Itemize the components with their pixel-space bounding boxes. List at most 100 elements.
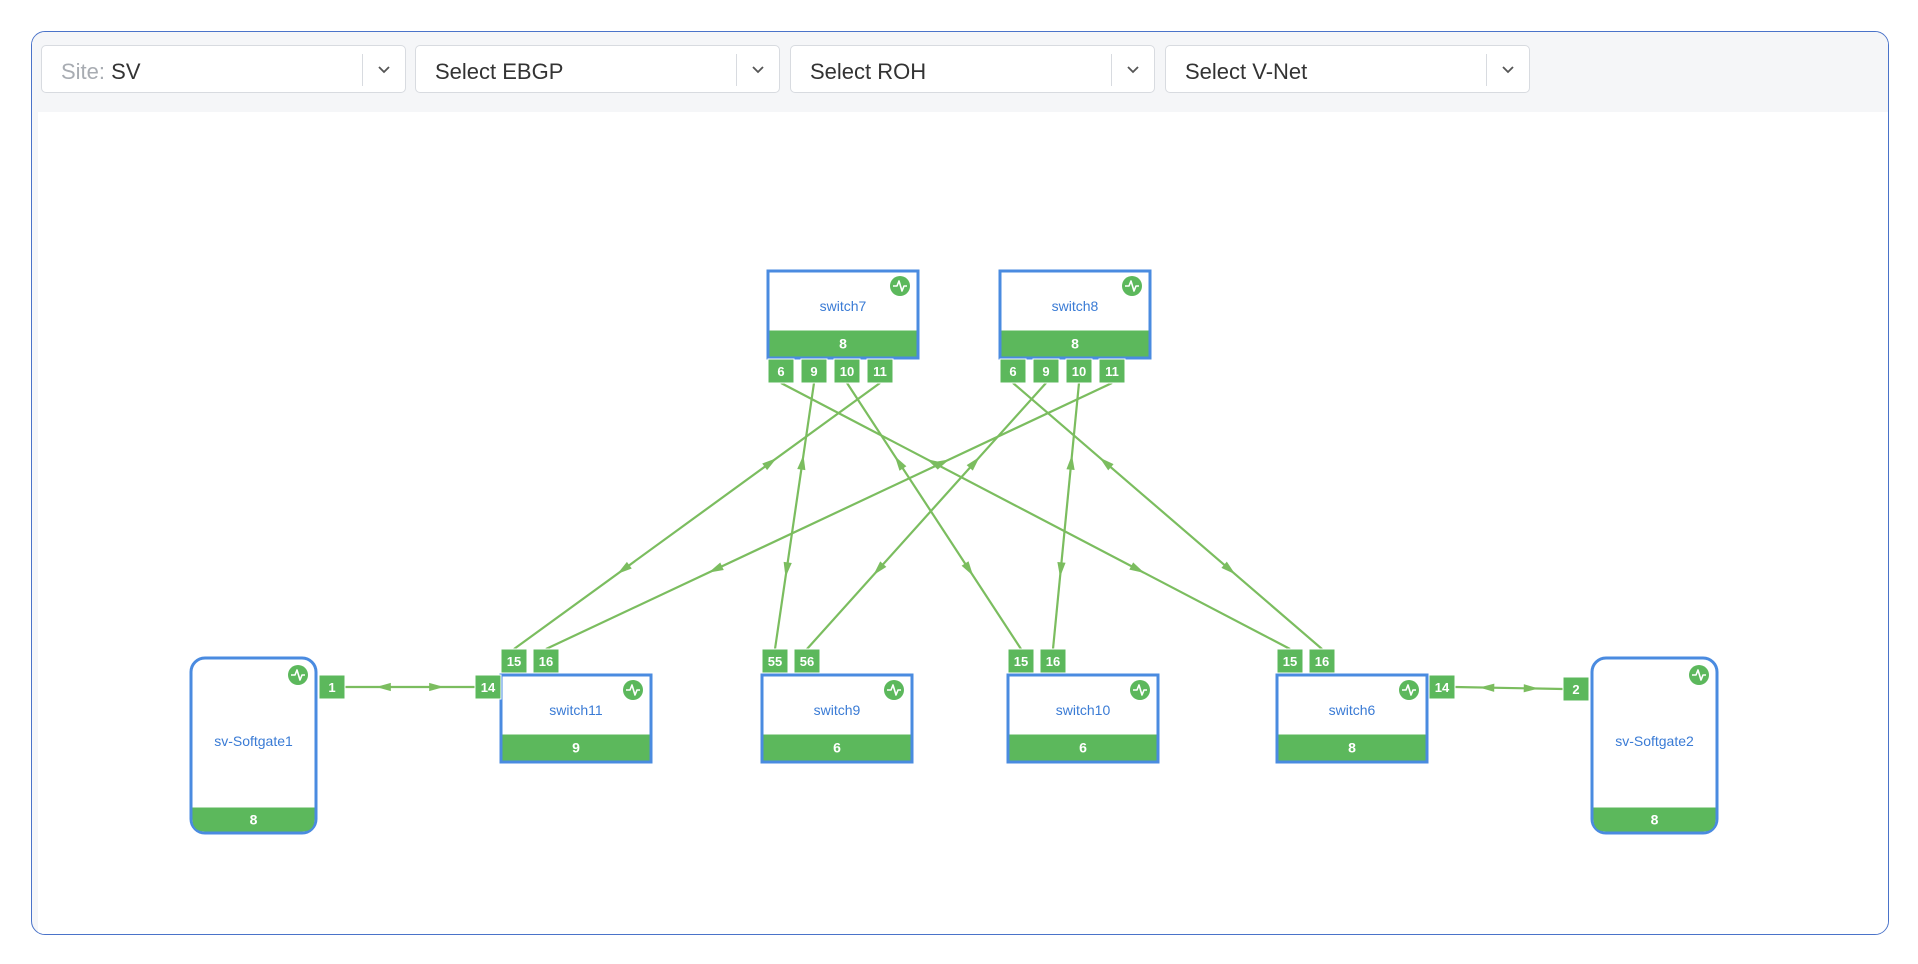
- link-arrow: [1221, 561, 1236, 575]
- port-switch6-14[interactable]: 14: [1428, 674, 1456, 700]
- port-label: 10: [1072, 364, 1086, 379]
- node-switch10[interactable]: 6 switch10 15 16: [1006, 648, 1160, 764]
- port-switch8-11[interactable]: 11: [1098, 358, 1126, 384]
- count-bar: [1278, 734, 1426, 761]
- port-switch11-14[interactable]: 14: [474, 674, 502, 700]
- port-label: 16: [1315, 654, 1329, 669]
- port-label: 14: [1435, 680, 1450, 695]
- port-switch8-10[interactable]: 10: [1065, 358, 1093, 384]
- port-label: 6: [1009, 364, 1016, 379]
- link-arrow: [617, 561, 632, 574]
- activity-icon: [288, 665, 308, 685]
- port-switch8-6[interactable]: 6: [999, 358, 1027, 384]
- port-switch6-15[interactable]: 15: [1276, 648, 1304, 674]
- activity-icon: [884, 680, 904, 700]
- node-label: sv-Softgate1: [214, 733, 293, 749]
- filter-toolbar: Site: SV Select EBGP Select ROH Select V…: [32, 32, 1888, 112]
- link-switch7-10-to-switch10-15[interactable]: [846, 382, 1022, 650]
- node-label: switch10: [1056, 702, 1111, 718]
- link-switch7-11-to-switch11-15[interactable]: [513, 382, 881, 650]
- node-label: switch7: [820, 298, 867, 314]
- port-switch11-15[interactable]: 15: [500, 648, 528, 674]
- activity-icon: [1399, 680, 1419, 700]
- port-switch9-55[interactable]: 55: [761, 648, 789, 674]
- link-arrow: [762, 458, 777, 471]
- port-switch10-15[interactable]: 15: [1007, 648, 1035, 674]
- port-label: 10: [840, 364, 854, 379]
- node-box: [1590, 656, 1719, 835]
- link-switch8-6-to-switch6-16[interactable]: [1012, 382, 1323, 650]
- node-label: sv-Softgate2: [1615, 733, 1694, 749]
- node-count: 6: [1079, 740, 1087, 756]
- link-arrow: [376, 682, 391, 692]
- port-switch6-16[interactable]: 16: [1308, 648, 1336, 674]
- port-label: 11: [1105, 364, 1119, 379]
- node-count: 6: [833, 740, 841, 756]
- link-arrow: [708, 562, 724, 573]
- select-divider: [1486, 54, 1487, 86]
- link-arrow: [783, 561, 792, 578]
- count-bar: [1009, 734, 1157, 761]
- port-sv-softgate2-2[interactable]: 2: [1562, 676, 1590, 702]
- port-label: 56: [800, 654, 814, 669]
- port-switch11-16[interactable]: 16: [532, 648, 560, 674]
- select-divider: [1111, 54, 1112, 86]
- port-label: 2: [1572, 682, 1579, 697]
- port-label: 16: [539, 654, 553, 669]
- port-switch7-9[interactable]: 9: [800, 358, 828, 384]
- count-bar: [769, 330, 917, 357]
- port-label: 1: [328, 680, 335, 695]
- roh-select[interactable]: Select ROH: [790, 45, 1155, 93]
- port-switch7-10[interactable]: 10: [833, 358, 861, 384]
- node-count: 8: [1651, 812, 1659, 828]
- select-divider: [736, 54, 737, 86]
- roh-select-value: Select ROH: [810, 59, 927, 84]
- links-layer: [345, 382, 1564, 693]
- chevron-down-icon[interactable]: [377, 62, 391, 76]
- count-bar: [192, 807, 315, 832]
- port-label: 11: [873, 364, 887, 379]
- link-switch8-9-to-switch9-56[interactable]: [806, 382, 1047, 650]
- port-switch7-11[interactable]: 11: [866, 358, 894, 384]
- link-switch8-11-to-switch11-16[interactable]: [545, 382, 1113, 650]
- node-sv-softgate1[interactable]: 8 sv-Softgate1: [189, 656, 318, 835]
- node-count: 8: [1071, 336, 1079, 352]
- node-sv-softgate2[interactable]: 8 sv-Softgate2: [1590, 656, 1719, 835]
- port-switch9-56[interactable]: 56: [793, 648, 821, 674]
- node-box: [189, 656, 318, 835]
- chevron-down-icon[interactable]: [1501, 62, 1515, 76]
- site-select-value: Site: SV: [61, 59, 141, 84]
- site-select[interactable]: Site: SV: [41, 45, 406, 93]
- link-switch8-10-to-switch10-16[interactable]: [1051, 382, 1081, 650]
- link-arrow: [797, 454, 806, 471]
- count-bar: [763, 734, 911, 761]
- port-label: 14: [481, 680, 496, 695]
- count-bar: [502, 734, 650, 761]
- ebgp-select[interactable]: Select EBGP: [415, 45, 780, 93]
- link-arrow: [1057, 561, 1066, 578]
- node-count: 8: [250, 812, 258, 828]
- chevron-down-icon[interactable]: [1126, 62, 1140, 76]
- link-switch7-9-to-switch9-55[interactable]: [773, 382, 816, 650]
- port-switch10-16[interactable]: 16: [1039, 648, 1067, 674]
- chevron-down-icon[interactable]: [751, 62, 765, 76]
- port-label: 15: [507, 654, 521, 669]
- port-sv-softgate1-1[interactable]: 1: [318, 674, 346, 700]
- node-label: switch11: [549, 702, 603, 718]
- link-switch6-14-to-sv-softgate2-2[interactable]: [1454, 685, 1564, 691]
- port-switch8-9[interactable]: 9: [1032, 358, 1060, 384]
- vnet-select[interactable]: Select V-Net: [1165, 45, 1530, 93]
- port-switch7-6[interactable]: 6: [767, 358, 795, 384]
- port-label: 15: [1014, 654, 1028, 669]
- port-label: 16: [1046, 654, 1060, 669]
- port-label: 6: [777, 364, 784, 379]
- link-switch7-6-to-switch6-15[interactable]: [780, 382, 1291, 650]
- link-arrow: [1066, 454, 1075, 471]
